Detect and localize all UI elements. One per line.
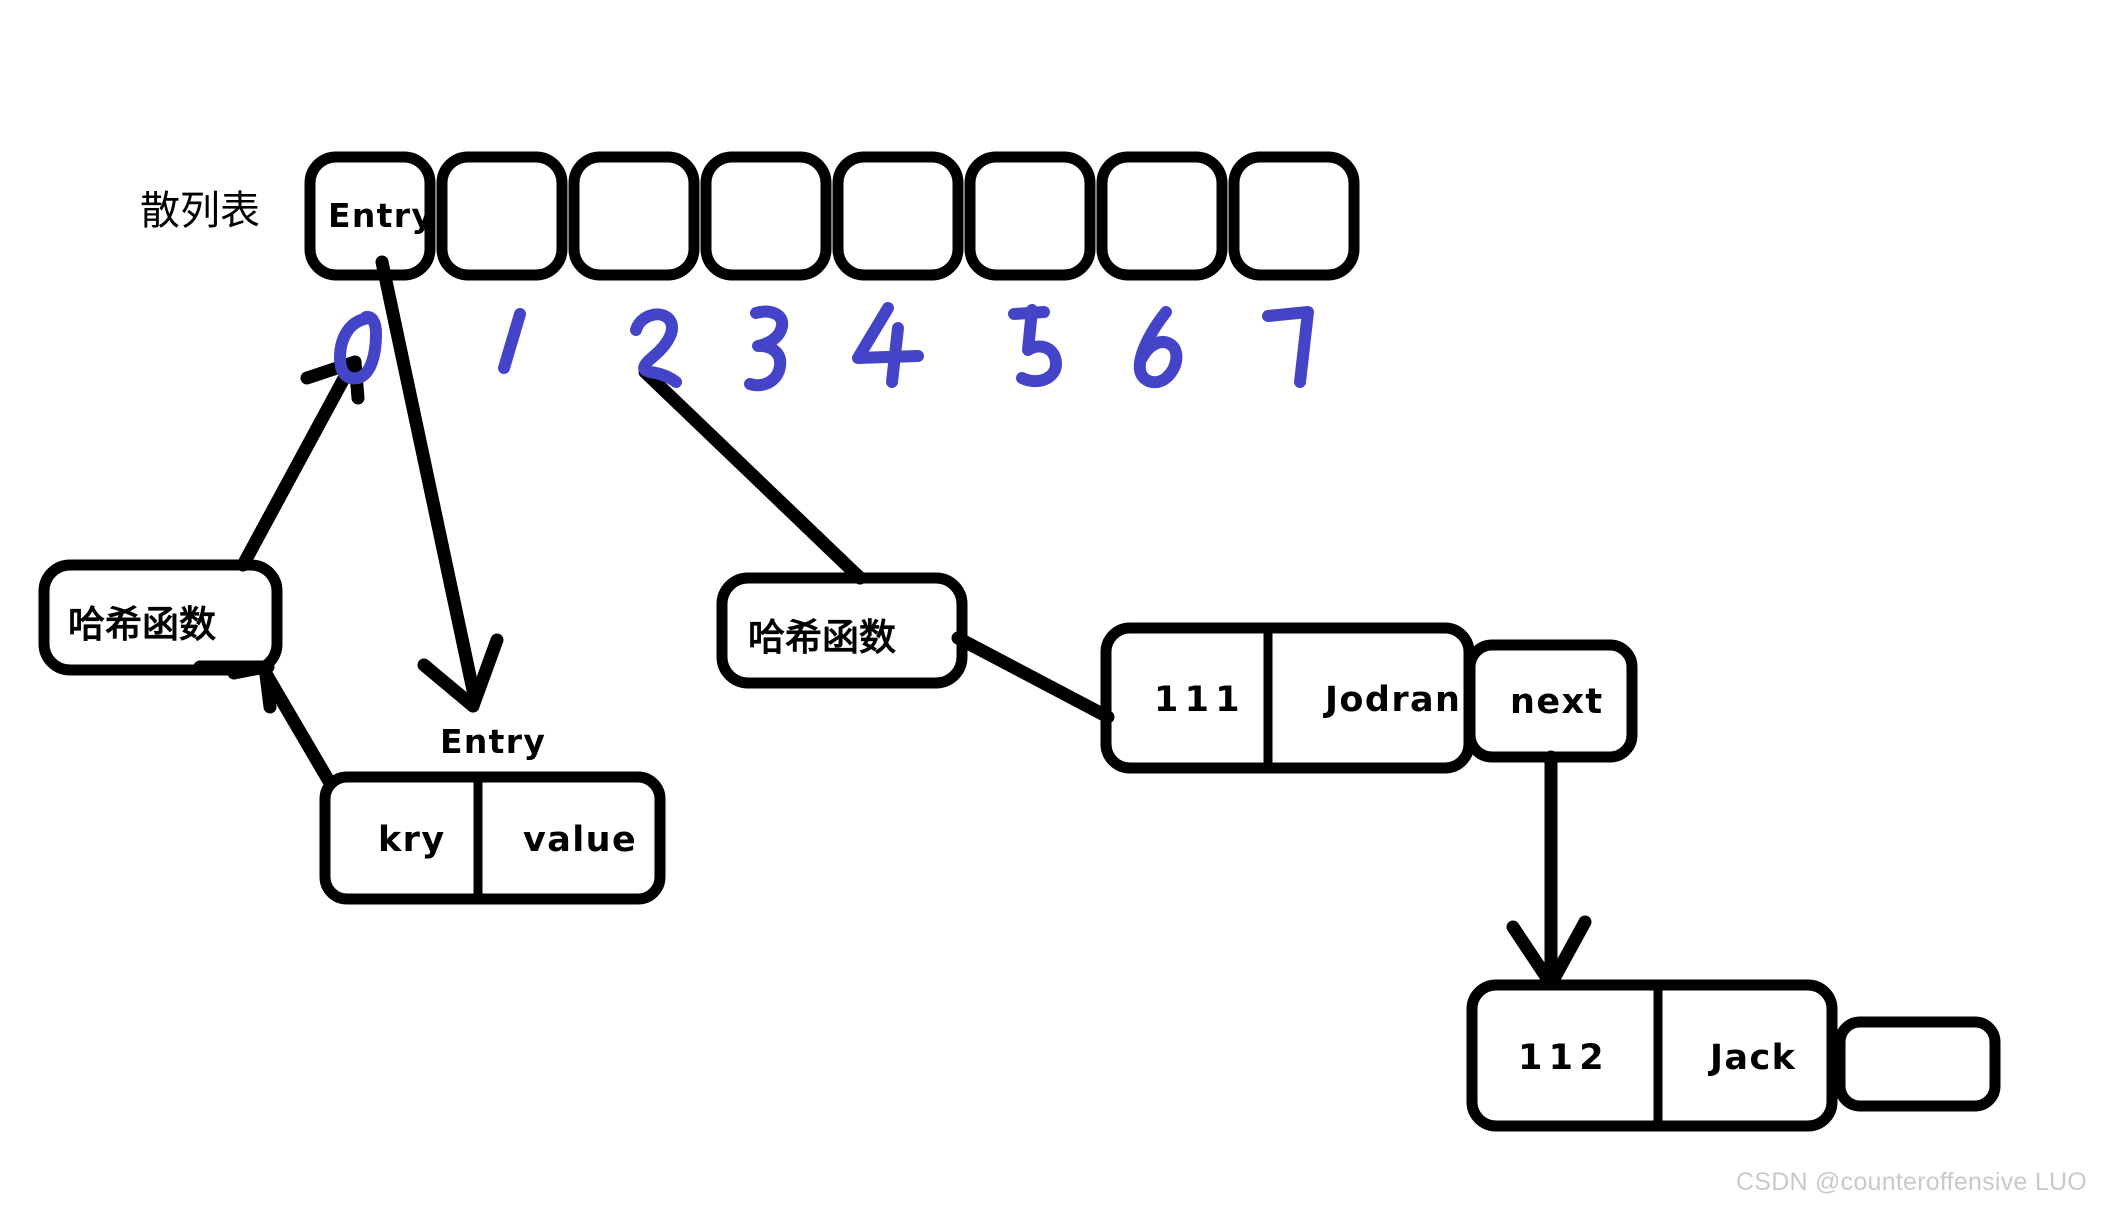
hash-table-cell-3[interactable] [700,151,832,281]
hash-table-array [304,151,1360,281]
arrow-hashfn-left-to-index0 [236,355,365,572]
node-1-value-label: Jodran [1325,680,1462,720]
hash-table-cell-7[interactable] [1228,151,1360,281]
index-glyph-0 [334,310,382,385]
index-glyph-6 [1133,306,1183,389]
hash-table-cell-2[interactable] [568,151,700,281]
index-glyph-5 [1008,304,1062,388]
connector-hashfn-right-to-node1 [951,631,1115,724]
node-1-key-label: 111 [1154,680,1246,720]
entry-key-label: kry [378,820,446,860]
hash-table-index-row [334,302,1314,392]
node-2-next-box[interactable] [1834,1016,2001,1112]
entry-value-label: value [523,820,638,860]
hash-table-cell-5[interactable] [964,151,1096,281]
hash-table-cell-0-label: Entry [328,196,435,235]
hash-function-right-label: 哈希函数 [748,616,896,659]
index-glyph-2 [630,308,682,388]
hash-table-cell-0[interactable] [304,151,436,281]
arrow-cell0-to-entry [375,255,504,713]
index-glyph-4 [852,302,924,388]
hash-function-left-label: 哈希函数 [68,603,216,646]
arrow-entry-to-hashfn-left [193,660,337,790]
index-glyph-7 [1262,306,1314,388]
hash-table-cell-4[interactable] [832,151,964,281]
hash-table-cell-1[interactable] [436,151,568,281]
index-glyph-1 [498,308,526,374]
index-glyph-3 [744,305,789,392]
node-1-next-label: next [1510,682,1604,722]
hash-function-box-right[interactable] [716,572,968,689]
entry-struct-box [319,771,666,905]
csdn-watermark: CSDN @counteroffensive LUO [1735,1168,2087,1196]
node-2-key-label: 112 [1518,1038,1610,1078]
arrow-node1-next-to-node2 [1506,750,1592,991]
linked-list-node-1 [1100,622,1638,774]
node-2-body[interactable] [1466,979,1838,1132]
hash-table-cell-6[interactable] [1096,151,1228,281]
connector-index2-to-hashfn-right [638,365,867,585]
entry-struct-outer[interactable] [319,771,666,905]
linked-list-node-2 [1466,979,2001,1132]
hash-table-title: 散列表 [140,188,260,234]
hash-function-box-left[interactable] [38,559,283,676]
entry-struct-caption: Entry [440,722,547,761]
node-2-value-label: Jack [1710,1038,1797,1078]
